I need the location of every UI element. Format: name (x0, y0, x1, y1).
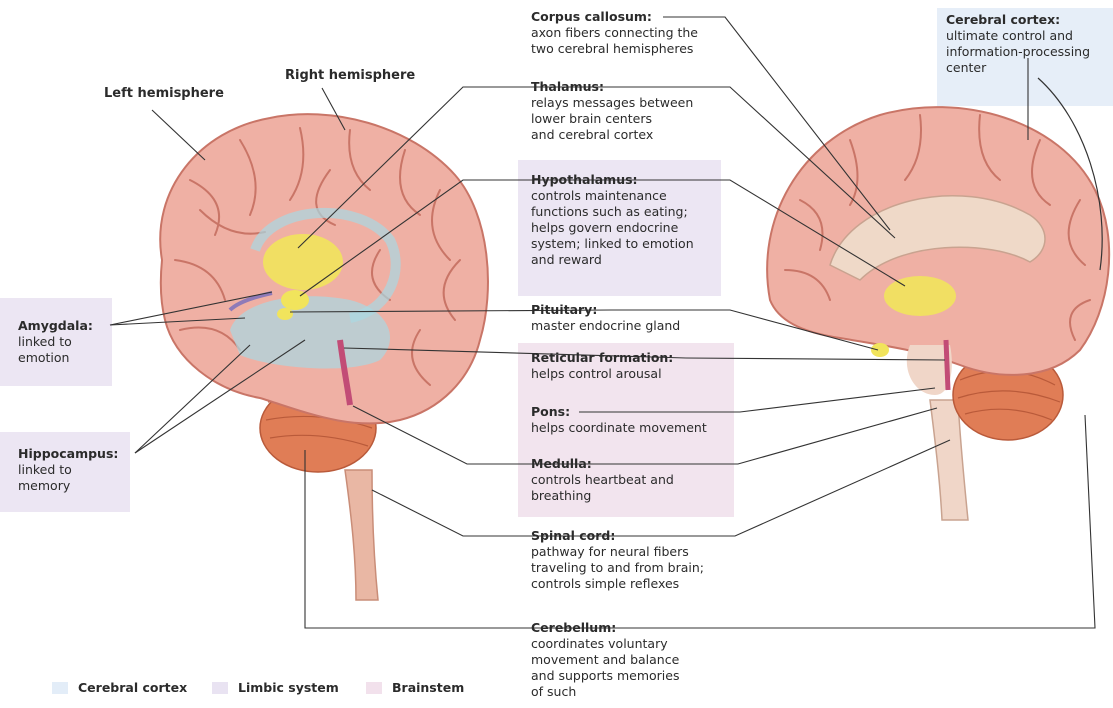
spinal-cord-desc: pathway for neural fibers traveling to a… (531, 544, 704, 592)
medulla-title: Medulla: (531, 456, 674, 472)
reticular-formation-label: Reticular formation: helps control arous… (531, 350, 673, 382)
legend-swatch-cortex (52, 682, 68, 694)
hypothalamus-desc: controls maintenance functions such as e… (531, 188, 694, 268)
medulla-label: Medulla: controls heartbeat and breathin… (531, 456, 674, 504)
hypothalamus-label: Hypothalamus: controls maintenance funct… (531, 172, 694, 268)
pituitary-title: Pituitary: (531, 302, 680, 318)
legend-swatch-brainstem (366, 682, 382, 694)
thalamus-label: Thalamus: relays messages between lower … (531, 79, 693, 143)
cerebellum-label: Cerebellum: coordinates voluntary moveme… (531, 620, 679, 700)
amygdala-title: Amygdala: (18, 318, 93, 334)
hypothalamus-title: Hypothalamus: (531, 172, 694, 188)
corpus-callosum-desc: axon fibers connecting the two cerebral … (531, 25, 698, 57)
left-hemisphere-label: Left hemisphere (104, 86, 224, 101)
reticular-formation-desc: helps control arousal (531, 366, 673, 382)
corpus-callosum-label: Corpus callosum: axon fibers connecting … (531, 9, 698, 57)
legend-label-brainstem: Brainstem (392, 680, 464, 695)
amygdala-desc: linked to emotion (18, 334, 93, 366)
legend-cerebral-cortex: Cerebral cortex (52, 680, 187, 695)
right-reticular (946, 340, 948, 390)
legend-label-limbic: Limbic system (238, 680, 339, 695)
legend-swatch-limbic (212, 682, 228, 694)
pituitary-desc: master endocrine gland (531, 318, 680, 334)
cerebellum-desc: coordinates voluntary movement and balan… (531, 636, 679, 700)
left-spinal-cord (345, 470, 378, 600)
corpus-callosum-title: Corpus callosum: (531, 9, 698, 25)
right-hemisphere-label: Right hemisphere (285, 68, 415, 83)
hippocampus-desc: linked to memory (18, 462, 118, 494)
cerebellum-title: Cerebellum: (531, 620, 679, 636)
pons-title: Pons: (531, 404, 707, 420)
pons-desc: helps coordinate movement (531, 420, 707, 436)
legend-brainstem: Brainstem (366, 680, 464, 695)
left-pituitary (277, 308, 293, 320)
medulla-desc: controls heartbeat and breathing (531, 472, 674, 504)
spinal-cord-title: Spinal cord: (531, 528, 704, 544)
cerebral-cortex-title: Cerebral cortex: (946, 12, 1090, 28)
pituitary-label: Pituitary: master endocrine gland (531, 302, 680, 334)
hippocampus-title: Hippocampus: (18, 446, 118, 462)
right-pituitary (871, 343, 889, 357)
cerebral-cortex-desc: ultimate control and information-process… (946, 28, 1090, 76)
legend-limbic-system: Limbic system (212, 680, 339, 695)
reticular-formation-title: Reticular formation: (531, 350, 673, 366)
left-brain-illustration (160, 114, 488, 600)
right-brain-illustration (767, 78, 1109, 520)
legend-label-cortex: Cerebral cortex (78, 680, 187, 695)
right-thalamus (884, 276, 956, 316)
spinal-cord-label: Spinal cord: pathway for neural fibers t… (531, 528, 704, 592)
thalamus-desc: relays messages between lower brain cent… (531, 95, 693, 143)
amygdala-label: Amygdala: linked to emotion (18, 318, 93, 366)
hippocampus-label: Hippocampus: linked to memory (18, 446, 118, 494)
pons-label: Pons: helps coordinate movement (531, 404, 707, 436)
cerebral-cortex-label: Cerebral cortex: ultimate control and in… (946, 12, 1090, 76)
thalamus-title: Thalamus: (531, 79, 693, 95)
